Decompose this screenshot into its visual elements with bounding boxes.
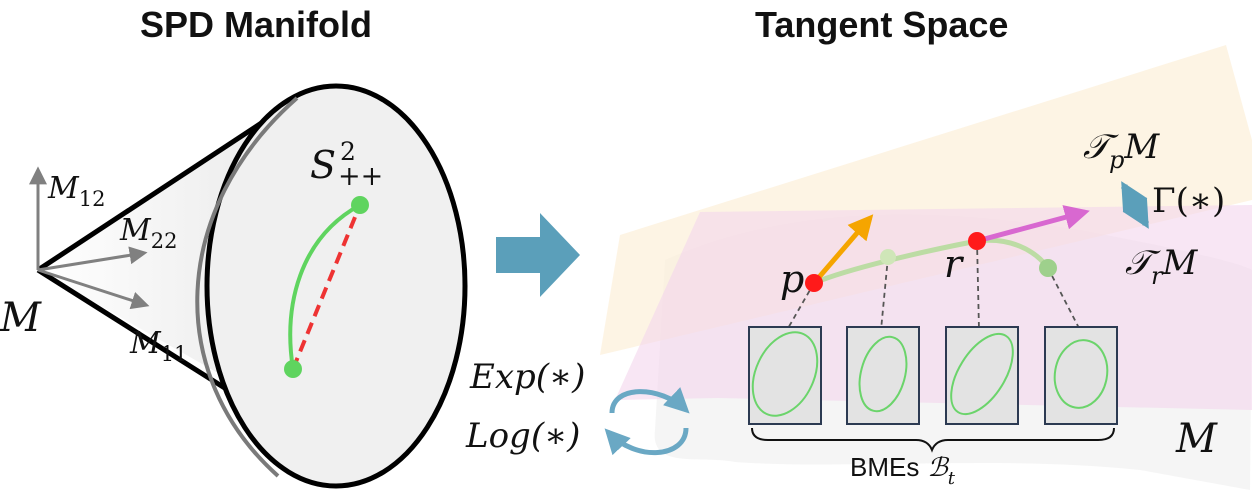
left-panel-title: SPD Manifold [140,4,372,45]
exp-map-label: Exp(∗) [469,357,585,397]
axis-m22-arrow [37,246,148,272]
geodesic-end-point [351,196,369,214]
axis-label-m11: M11 [129,326,187,366]
tangent-vector-r [976,205,1090,244]
transition-arrow [496,213,580,297]
intermediate-point [880,249,896,265]
log-map-label: Log(∗) [465,416,580,456]
point-r [968,232,986,250]
cone-back-rim [195,96,299,478]
point-p [805,274,823,292]
log-cycle-arrow [604,427,689,456]
tangent-space-r-label: 𝒯rM [1125,243,1199,290]
parallel-transport-label: Γ(∗) [1152,181,1225,221]
axis-label-m22: M22 [119,213,177,253]
tangent-plane-r [615,205,1252,410]
intermediate-point [1039,259,1057,277]
point-p-label: p [780,257,804,301]
geodesic-curve [288,203,361,370]
geodesic-start-point [284,360,302,378]
manifold-point-label-m: M [0,295,42,341]
axes [29,166,150,310]
bme-bracket [751,427,1115,453]
bme-box [846,326,920,425]
bme-box [945,326,1019,425]
axis-m11-arrow [37,268,150,310]
axis-label-m12: M12 [47,171,105,211]
euclidean-secant [291,204,362,370]
spd-cone [36,83,468,489]
exp-cycle-arrow [609,387,690,414]
bme-box [1044,326,1118,425]
bme-box [748,326,822,425]
projection-lines [786,240,1081,331]
manifold-label: M [1175,416,1218,462]
right-panel-title: Tangent Space [755,4,1009,45]
parallel-transport-arrow [1120,181,1150,229]
point-r-label: r [944,242,965,286]
tangent-vector-p [812,214,874,285]
